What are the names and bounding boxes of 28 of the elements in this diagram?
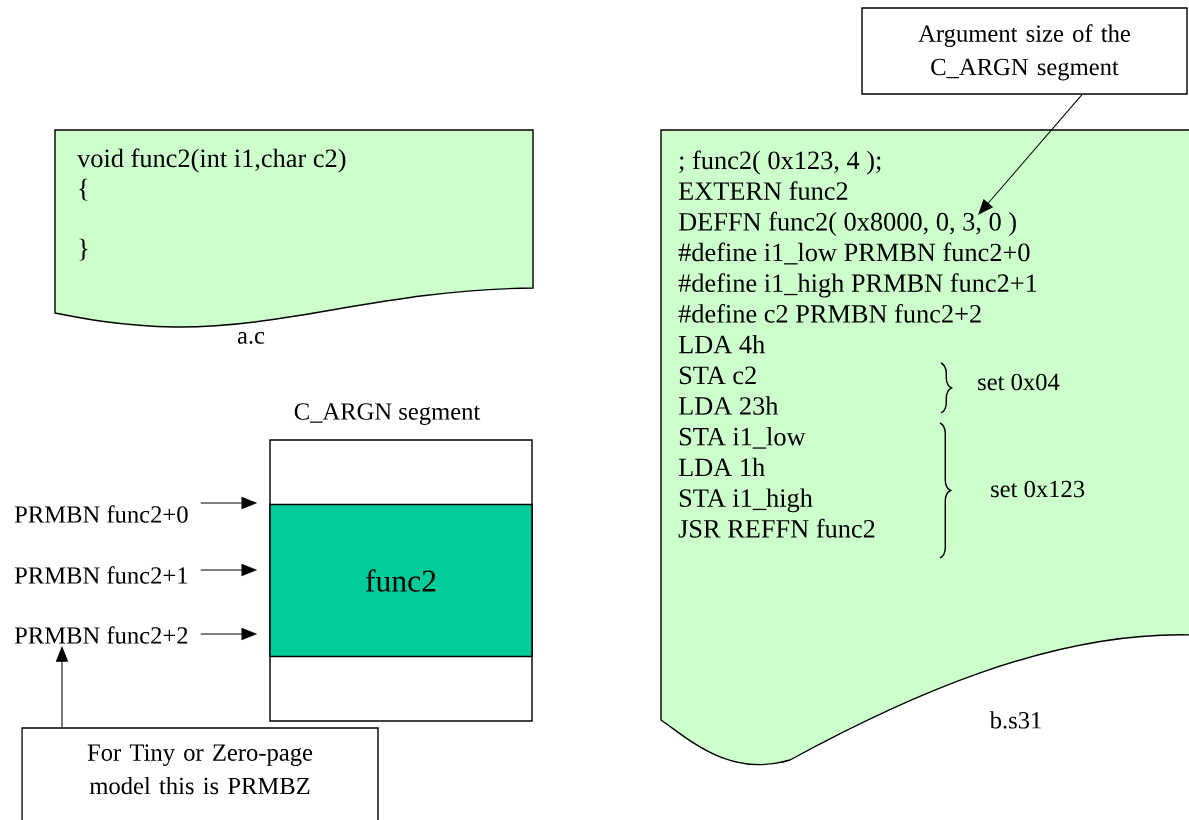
code-line: LDA 23h [678,396,779,415]
code-line: JSR REFFN func2 [678,518,875,538]
brace-label: set 0x04 [978,373,1060,391]
callout-box: Argument size of the C_ARGN segment [861,7,1188,95]
code-line: EXTERN func2 [678,181,848,200]
file-name: a.c [237,332,265,344]
code-line: { [79,178,88,201]
brace-label: set 0x123 [991,480,1085,498]
code-line: void func2(int i1,char c2) [77,148,346,173]
code-line: } [79,238,88,261]
code-line: #define i1_low PRMBN func2+0 [678,242,1030,265]
code-line: DEFFN func2( 0x8000, 0, 3, 0 ) [678,211,1016,236]
code-line: #define c2 PRMBN func2+2 [678,303,981,323]
parameter-label: PRMBN func2+2 [14,626,188,644]
node-label: C_ARGN segment [294,403,481,425]
code-line: LDA 4h [678,334,765,354]
arrow [978,94,1083,215]
parameter-label: PRMBN func2+0 [14,505,188,523]
code-line: STA c2 [679,366,756,385]
code-line: STA i1_low [679,427,806,449]
code-line: #define i1_high PRMBN func2+1 [678,273,1037,298]
function-band: func2 [269,503,533,658]
parameter-label: PRMBN func2+1 [14,566,188,584]
code-line: STA i1_high [679,488,813,513]
callout-box: For Tiny or Zero-page model this is PRMBZ [21,727,379,820]
code-line: ; func2( 0x123, 4 ); [679,150,881,175]
code-line: LDA 1h [678,457,765,477]
file-name: b.s31 [989,711,1041,729]
